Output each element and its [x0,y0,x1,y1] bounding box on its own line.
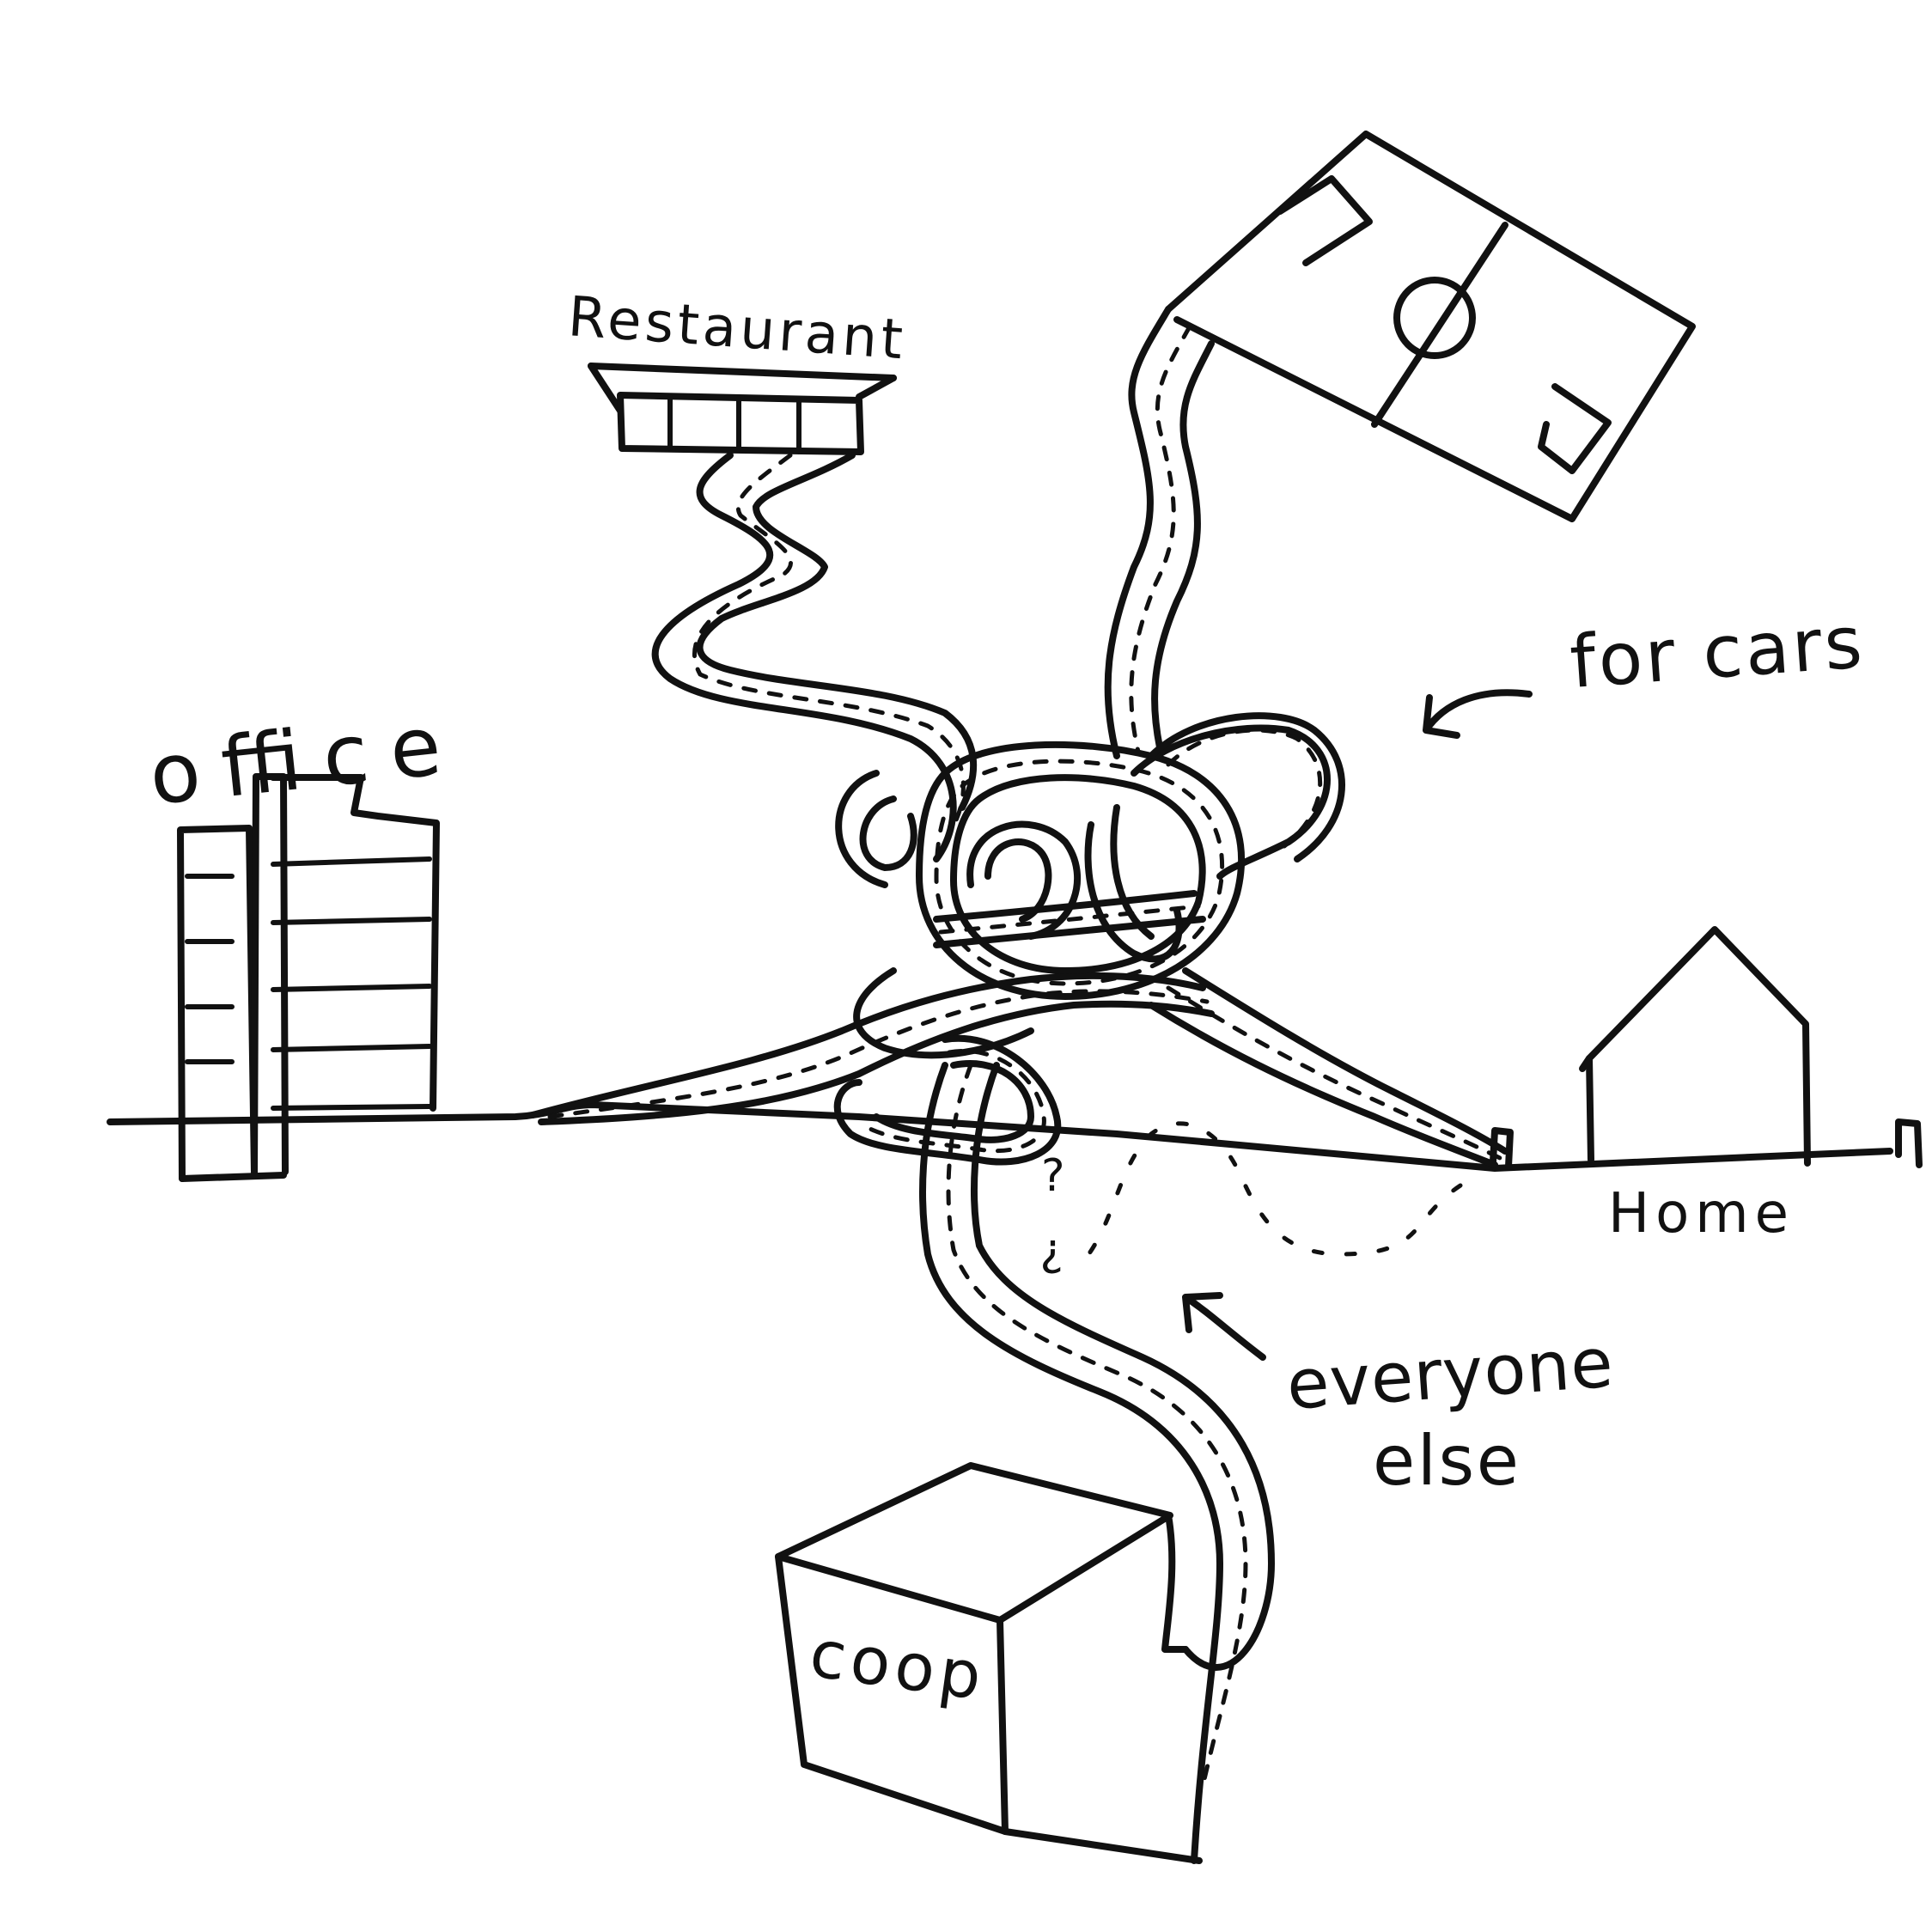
question-mark-upper: ? [1041,1150,1065,1202]
coop-label: coop [805,1615,985,1715]
home-label: Home [1608,1182,1789,1246]
road-field-to-knot [1104,306,1215,759]
restaurant-label: Restaurant [566,285,905,372]
else-label: else [1373,1421,1519,1501]
for-cars-label: for cars [1568,600,1865,704]
question-mark-lower: ? [1039,1229,1064,1281]
soccer-field [1165,131,1696,522]
restaurant-building [588,363,897,455]
everyone-arrow [1182,1292,1266,1361]
road-restaurant-to-knot [651,452,978,862]
road-knot-to-home [1148,967,1508,1168]
road-knot-to-coop [919,1062,1275,1864]
everyone-label: everyone [1284,1323,1616,1425]
fence-post [1895,1118,1923,1168]
home-house [1579,926,1811,1167]
footpath-dotted [1080,1121,1463,1265]
office-label: office [145,698,446,824]
road-knot-tangle [833,712,1345,1166]
for-cars-arrow [1423,689,1533,739]
office-building [177,773,440,1182]
road-office-to-knot [529,972,1215,1125]
